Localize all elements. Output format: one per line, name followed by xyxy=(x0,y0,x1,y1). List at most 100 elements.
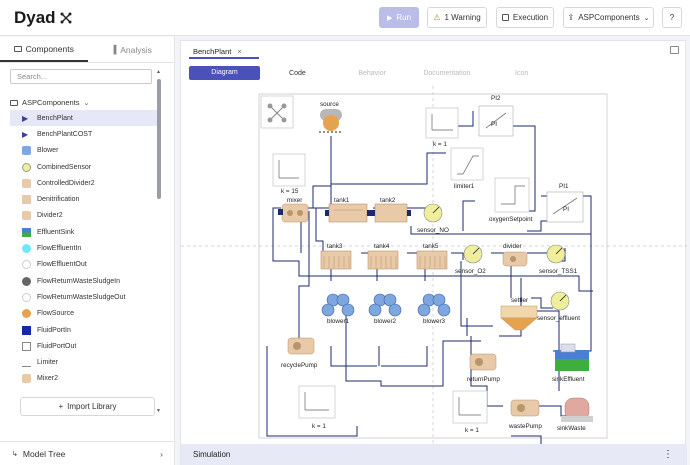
tree-item-label: FlowEffluentOut xyxy=(37,261,87,269)
model-tree-label: Model Tree xyxy=(22,448,66,459)
tree-item[interactable]: Blower xyxy=(10,143,160,159)
warning-button[interactable]: ⚠ 1 Warning xyxy=(427,7,487,28)
tree-item[interactable]: FlowEffluentIn xyxy=(10,240,160,256)
logo-mark-icon xyxy=(60,12,72,24)
source-block[interactable]: source xyxy=(319,101,343,133)
waste-pump-block[interactable]: wastePump xyxy=(508,399,542,430)
help-button[interactable]: ? xyxy=(662,7,682,28)
label-tank1: tank1 xyxy=(334,197,350,204)
tank2-block[interactable]: tank2 xyxy=(371,197,411,223)
tree-item[interactable]: CombinedSensor xyxy=(10,159,160,175)
blower2-block[interactable]: blower2 xyxy=(368,293,402,325)
tab-diagram[interactable]: Diagram xyxy=(189,66,261,80)
execution-button[interactable]: Execution xyxy=(496,7,554,28)
kebab-menu-icon[interactable]: ⋮ xyxy=(663,449,673,460)
tree-item[interactable]: Limiter xyxy=(10,354,160,370)
constant-k15-block[interactable]: k = 15 xyxy=(272,153,306,195)
run-button[interactable]: ▶ Run xyxy=(379,7,419,28)
tree-item[interactable]: FluidPortIn xyxy=(10,322,160,338)
search-input[interactable]: Search... xyxy=(10,69,152,84)
run-label: Run xyxy=(396,13,412,22)
tab-behavior[interactable]: Behavior xyxy=(358,69,386,77)
circle-cyan-icon xyxy=(22,244,31,254)
recycle-pump-block[interactable]: recyclePump xyxy=(281,337,318,369)
file-tab-benchplant[interactable]: BenchPlant × xyxy=(189,45,259,59)
tree-item[interactable]: ▶BenchPlantCOST xyxy=(10,126,160,142)
tree-item-label: EffluentSink xyxy=(37,228,75,236)
pi2-block[interactable]: PI2 PI xyxy=(478,95,514,137)
constant-k1-right-block[interactable]: k = 1 xyxy=(452,390,488,434)
label-pi: PI xyxy=(491,121,497,128)
library-select-button[interactable]: ⇪ ASPComponents ⌄ xyxy=(563,7,654,28)
tank5-block[interactable]: tank5 xyxy=(416,243,448,270)
settler-block[interactable]: settler xyxy=(500,297,538,331)
simulation-panel[interactable]: Simulation ⋮ xyxy=(181,444,687,465)
tree-root-aspcomponents[interactable]: ASPComponents ⌄ xyxy=(10,95,160,110)
tank1-block[interactable]: tank1 xyxy=(325,197,371,223)
model-tree-panel[interactable]: ↳ Model Tree › xyxy=(0,441,175,465)
oxygen-setpoint-block[interactable]: oxygenSetpoint xyxy=(489,177,533,223)
return-pump-block[interactable]: returnPump xyxy=(467,353,500,383)
scroll-up-icon[interactable]: ▲ xyxy=(156,69,161,75)
blower1-block[interactable]: blower1 xyxy=(321,293,355,325)
plus-icon: + xyxy=(58,402,64,411)
label-sensor-effluent: sensor_effluent xyxy=(537,315,580,322)
tank3-block[interactable]: tank3 xyxy=(320,243,352,270)
label-blower1: blower1 xyxy=(327,318,350,325)
tree-item[interactable]: ▶BenchPlant xyxy=(10,110,160,127)
tree-item[interactable]: FlowReturnWasteSludgeIn xyxy=(10,273,160,289)
sidebar: Components ▐ Analysis Search... ASPCompo… xyxy=(0,37,175,465)
blower-icon xyxy=(22,146,31,156)
sensor-effluent-block[interactable]: sensor_effluent xyxy=(537,291,580,322)
tree-item[interactable]: FluidPortOut xyxy=(10,338,160,354)
upload-icon: ⇪ xyxy=(567,13,575,22)
scroll-down-icon[interactable]: ▼ xyxy=(156,408,161,414)
chevron-down-icon: ⌄ xyxy=(83,99,90,107)
square-blue-icon xyxy=(22,325,31,335)
close-icon[interactable]: × xyxy=(237,46,242,56)
label-blower3: blower3 xyxy=(423,318,446,325)
tab-icon[interactable]: Icon xyxy=(515,69,529,77)
sensor-no-block[interactable]: sensor_NO xyxy=(417,203,449,234)
tree-item-label: FluidPortOut xyxy=(37,342,77,350)
scrollbar-thumb[interactable] xyxy=(157,79,161,199)
tab-code[interactable]: Code xyxy=(289,69,306,77)
chevron-right-icon: › xyxy=(160,448,163,459)
tank4-block[interactable]: tank4 xyxy=(367,243,399,270)
tree-item[interactable]: EffluentSink xyxy=(10,224,160,240)
help-label: ? xyxy=(669,13,675,22)
limiter-block[interactable]: limiter1 xyxy=(450,147,484,190)
sink-effluent-block[interactable]: sinkEffluent xyxy=(552,343,589,383)
folder-icon xyxy=(13,45,22,52)
sidebar-scrollbar[interactable]: ▲ ▼ xyxy=(156,69,161,415)
tree-item[interactable]: ControlledDivider2 xyxy=(10,175,160,191)
label-k1-left: k = 1 xyxy=(312,423,326,430)
tab-documentation[interactable]: Documentation xyxy=(423,69,471,77)
tab-analysis[interactable]: ▐ Analysis xyxy=(88,37,176,62)
sensor-tss1-block[interactable]: sensor_TSS1 xyxy=(539,244,578,275)
tree-item[interactable]: Mixer2 xyxy=(10,371,160,387)
mixer-block[interactable]: mixer xyxy=(278,197,309,223)
sensor-icon xyxy=(22,162,31,172)
import-library-button[interactable]: + Import Library xyxy=(20,397,155,416)
diagram-canvas[interactable]: source PI2 PI k = 1 k = 15 li xyxy=(181,86,687,446)
constant-k1-top-block[interactable]: k = 1 xyxy=(425,107,459,148)
tree-item-label: Divider2 xyxy=(37,212,63,220)
tree-item[interactable]: Divider2 xyxy=(10,208,160,224)
tree-item[interactable]: FlowReturnWasteSludgeOut xyxy=(10,289,160,305)
tree-item[interactable]: FlowSource xyxy=(10,306,160,322)
tree-item[interactable]: FlowEffluentOut xyxy=(10,257,160,273)
sink-waste-block[interactable]: sinkWaste xyxy=(557,397,593,432)
pi1-block[interactable]: PI1 PI xyxy=(546,183,584,223)
chevron-down-icon: ⌄ xyxy=(643,14,650,22)
blower3-block[interactable]: blower3 xyxy=(417,293,451,325)
tree-item-label: Mixer2 xyxy=(37,375,59,383)
sensor-o2-block[interactable]: sensor_O2 xyxy=(455,244,486,275)
tab-components[interactable]: Components xyxy=(0,37,88,62)
divider-block[interactable]: divider xyxy=(502,243,528,267)
execution-label: Execution xyxy=(512,13,549,22)
tree-item[interactable]: Denitrification xyxy=(10,191,160,207)
bar-chart-icon: ▐ xyxy=(110,45,117,54)
constant-k1-left-block[interactable]: k = 1 xyxy=(298,385,336,430)
panel-toggle-icon[interactable] xyxy=(670,46,679,54)
